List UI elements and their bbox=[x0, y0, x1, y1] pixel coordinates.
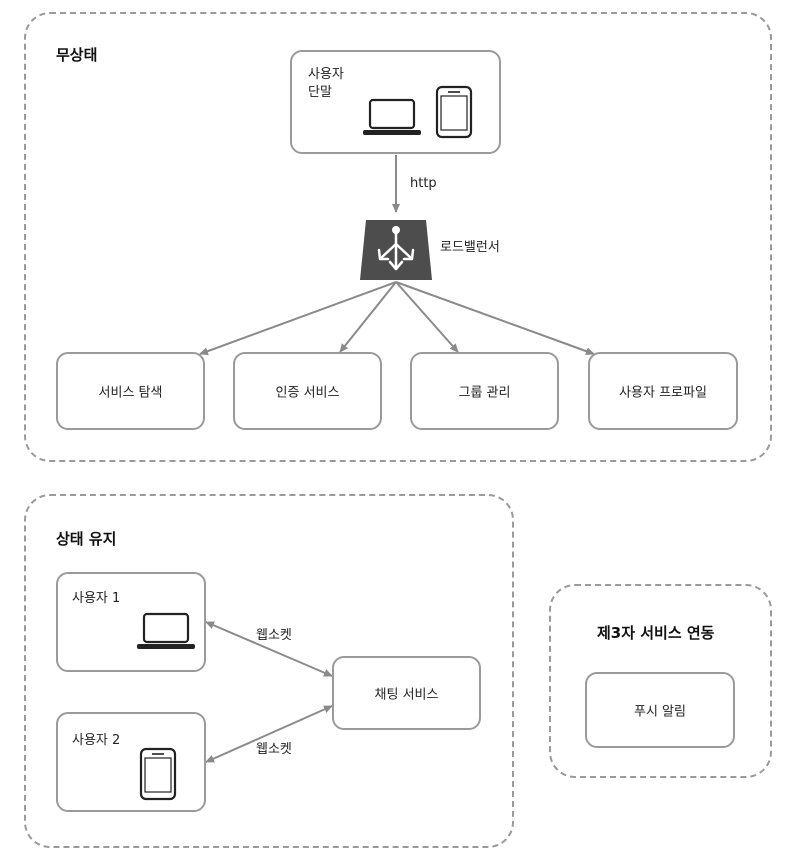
user2-label: 사용자 2 bbox=[72, 733, 121, 748]
phone-icon bbox=[139, 747, 177, 801]
phone-icon bbox=[435, 85, 473, 139]
lb-to-user-profile-arrow bbox=[395, 281, 595, 356]
user1-label: 사용자 1 bbox=[72, 591, 121, 606]
user-profile-node: 사용자 프로파일 bbox=[588, 352, 738, 430]
stateful-group bbox=[24, 494, 514, 848]
third-party-group bbox=[549, 584, 772, 778]
push-notification-node: 푸시 알림 bbox=[585, 672, 735, 748]
stateless-group bbox=[24, 12, 772, 462]
user-device-node: 사용자 단말 bbox=[290, 50, 501, 154]
group-management-node: 그룹 관리 bbox=[410, 352, 559, 430]
stateless-title: 무상태 bbox=[56, 46, 98, 64]
load-balancer-label: 로드밸런서 bbox=[440, 240, 500, 255]
stateful-title: 상태 유지 bbox=[56, 530, 117, 548]
http-label: http bbox=[410, 176, 437, 191]
lb-to-service-discovery-arrow bbox=[199, 281, 397, 355]
auth-service-label: 인증 서비스 bbox=[275, 385, 340, 401]
load-balancer-icon bbox=[360, 220, 432, 280]
lb-to-auth-service-arrow bbox=[339, 281, 397, 353]
chat-service-label: 채팅 서비스 bbox=[374, 687, 439, 703]
websocket1-arrow bbox=[205, 621, 333, 677]
laptop-icon bbox=[363, 98, 421, 135]
group-management-label: 그룹 관리 bbox=[458, 385, 511, 401]
auth-service-node: 인증 서비스 bbox=[233, 352, 382, 430]
user1-node: 사용자 1 bbox=[56, 572, 206, 672]
user-profile-label: 사용자 프로파일 bbox=[619, 385, 707, 401]
websocket2-label: 웹소켓 bbox=[256, 742, 292, 757]
user-device-label-line1: 사용자 bbox=[308, 67, 344, 82]
laptop-icon bbox=[137, 612, 195, 649]
push-notification-label: 푸시 알림 bbox=[634, 704, 686, 720]
user-device-label-line2: 단말 bbox=[308, 85, 332, 100]
third-party-title: 제3자 서비스 연동 bbox=[597, 624, 715, 642]
user2-node: 사용자 2 bbox=[56, 712, 206, 812]
websocket2-arrow bbox=[205, 705, 333, 763]
service-discovery-node: 서비스 탐색 bbox=[56, 352, 205, 430]
websocket1-label: 웹소켓 bbox=[256, 628, 292, 643]
lb-to-group-management-arrow bbox=[395, 281, 459, 353]
chat-service-node: 채팅 서비스 bbox=[332, 656, 481, 730]
service-discovery-label: 서비스 탐색 bbox=[98, 385, 163, 401]
